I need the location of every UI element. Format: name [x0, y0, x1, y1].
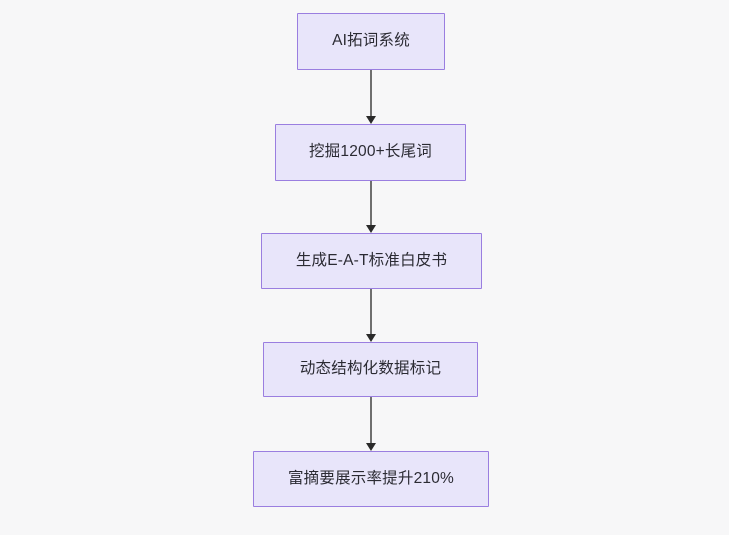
arrowhead-down-icon — [366, 116, 376, 124]
flow-node-label: 动态结构化数据标记 — [299, 360, 442, 378]
flow-node-label: AI拓词系统 — [332, 32, 410, 50]
arrowhead-down-icon — [366, 334, 376, 342]
edge-line — [369, 70, 373, 117]
flow-node-label: 挖掘1200+长尾词 — [308, 143, 433, 161]
flow-node-dynamic-structured-data-markup[interactable]: 动态结构化数据标记 — [263, 342, 478, 397]
edge-line — [369, 397, 373, 444]
flow-node-label: 富摘要展示率提升210% — [287, 469, 455, 487]
flow-node-rich-snippet-impression-lift[interactable]: 富摘要展示率提升210% — [253, 451, 489, 507]
flow-node-ai-keyword-system[interactable]: AI拓词系统 — [297, 13, 445, 70]
flow-node-generate-eat-whitepaper[interactable]: 生成E-A-T标准白皮书 — [261, 233, 482, 289]
edge-line — [369, 181, 373, 226]
flow-node-mine-longtail-keywords[interactable]: 挖掘1200+长尾词 — [275, 124, 466, 181]
arrowhead-down-icon — [366, 443, 376, 451]
flow-node-label: 生成E-A-T标准白皮书 — [295, 251, 448, 269]
edge-line — [369, 289, 373, 335]
arrowhead-down-icon — [366, 225, 376, 233]
